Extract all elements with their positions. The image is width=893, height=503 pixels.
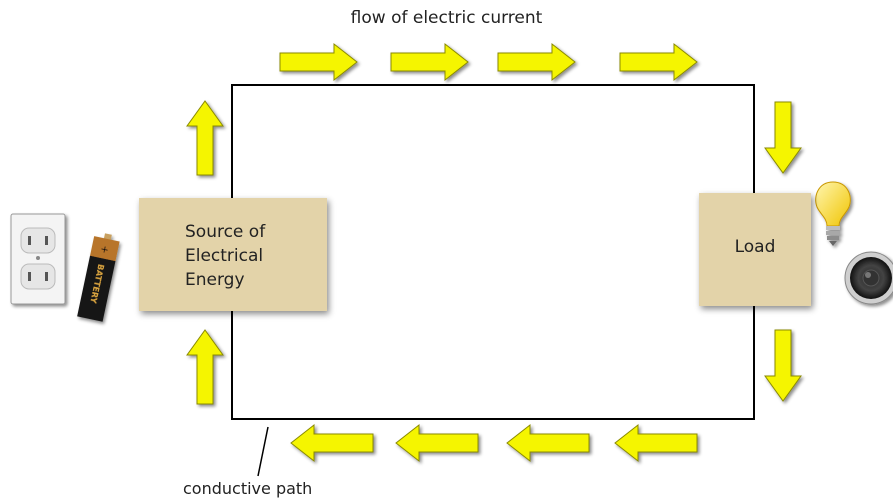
battery-sign: + [99, 244, 109, 257]
source-box: Source of Electrical Energy [139, 198, 327, 311]
current-arrow-right [619, 42, 698, 82]
source-label: Source of Electrical Energy [185, 222, 266, 290]
current-arrow-up [186, 329, 224, 405]
current-arrow-down [764, 101, 802, 174]
path-leader-line [257, 426, 269, 477]
current-flow-label: flow of electric current [350, 8, 543, 28]
conductive-path-label: conductive path [183, 479, 313, 498]
current-arrow-right [497, 42, 576, 82]
speaker-icon [844, 251, 893, 305]
current-arrow-up [186, 100, 224, 176]
current-arrow-down [764, 329, 802, 402]
current-arrow-left [395, 423, 479, 463]
load-label: Load [734, 237, 776, 257]
current-arrow-right [279, 42, 358, 82]
load-box: Load [699, 193, 811, 306]
current-arrow-left [290, 423, 374, 463]
wall-outlet-icon [10, 213, 66, 305]
light-bulb-icon [815, 181, 851, 246]
current-arrow-right [390, 42, 469, 82]
battery-icon: + BATTERY [77, 233, 120, 322]
current-arrow-left [506, 423, 590, 463]
current-arrow-left [614, 423, 698, 463]
